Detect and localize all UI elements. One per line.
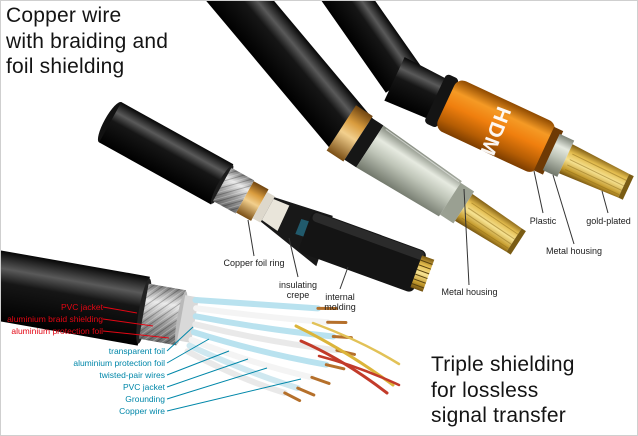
gold-pins [410,255,435,292]
label-aluminium-protection-foil-outer: aluminium protection foil [11,326,103,336]
leader-lines-red [102,306,170,339]
crepe-band [261,199,290,231]
collar [344,117,384,168]
braid-texture [138,283,187,346]
insulating-crepe-wrap [252,192,275,223]
cable-jacket [99,102,234,205]
label-copper-wire: Copper wire [119,406,165,416]
plug-pin-lines [564,153,627,196]
label-aluminium-protection-foil: aluminium protection foil [73,358,165,368]
label-aluminium-braid-shielding: aluminium braid shielding [7,314,103,324]
cable-metal-housing-cord [186,1,373,153]
label-copper-foil-ring: Copper foil ring [223,258,285,268]
braid-texture [212,167,255,214]
plug-tip [506,228,526,255]
label-internal-molding: internal molding [324,292,356,313]
label-plastic: Plastic [529,216,557,226]
strain-relief [384,57,447,119]
label-metal-housing-left: Metal housing [441,287,498,297]
ferrule-ring [326,105,373,162]
label-grounding: Grounding [125,394,165,404]
gold-plug [455,194,522,252]
label-gold-plated: gold-plated [586,216,631,226]
twisted-pair-wires [184,296,356,403]
housing-highlight [385,128,460,183]
molding-sheen [312,213,425,260]
hdmi-connector-metal [326,105,526,255]
plug-pin-lines [461,202,519,249]
copper-foil-ring [236,181,269,221]
metal-housing-front [542,133,575,177]
title-triple-shielding: Triple shielding for lossless signal tra… [431,353,575,428]
leader-lines-black [247,170,609,290]
molding-body [299,211,426,292]
label-insulating-crepe: insulating crepe [278,280,318,301]
plug-tip [618,174,634,200]
front-rim [533,126,564,175]
rear-cap [425,74,459,127]
label-transparent-foil: transparent foil [108,346,165,356]
pvc-jacket [1,243,150,346]
label-metal-housing-right: Metal housing [545,246,603,256]
label-pvc-jacket-inner: PVC jacket [122,382,165,392]
plastic-housing [437,80,555,172]
hdmi-connector-orange: HDMI [384,57,634,200]
leader-lines-blue [166,326,302,412]
housing-front [440,182,475,224]
cable-copper-wire [1,243,356,403]
label-pvc-jacket-outer: PVC jacket [60,302,103,312]
internal-molding-connector [299,211,435,292]
title-copper-wire: Copper wire with braiding and foil shiel… [6,4,169,79]
gold-plug [558,144,630,198]
metal-housing [356,125,462,217]
label-twisted-pair-wires: twisted-pair wires [99,370,165,380]
cable-orange-cord [317,1,422,93]
loose-wires [294,321,401,395]
pin-separators [411,259,433,289]
